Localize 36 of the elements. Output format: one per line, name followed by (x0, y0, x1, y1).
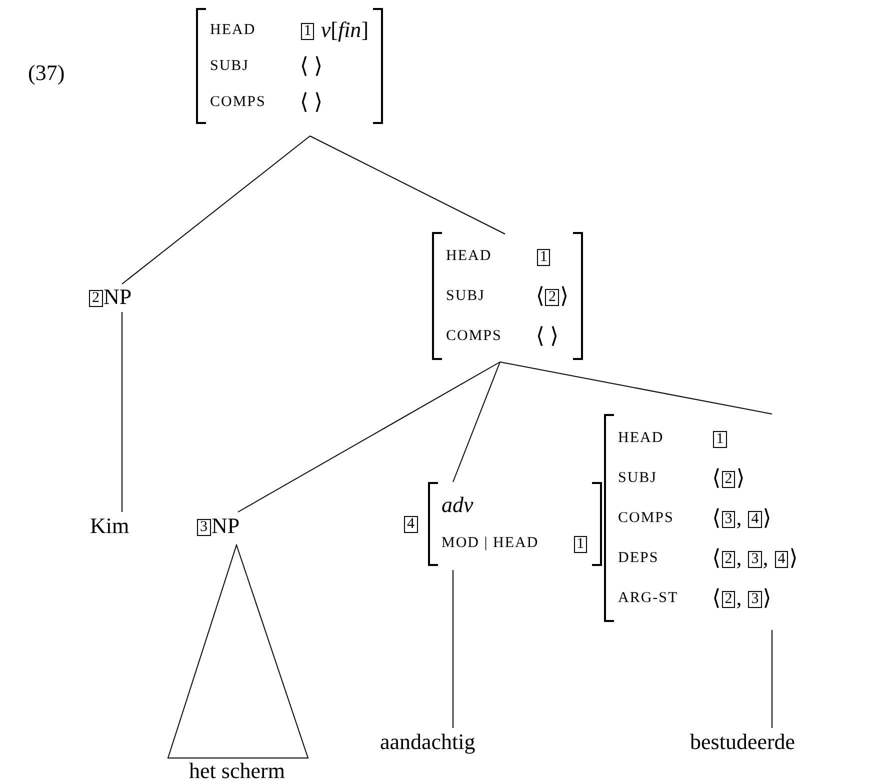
feature-name: COMPS (618, 509, 675, 528)
tree-node-label: aandachtig (380, 728, 476, 756)
feature-value: 1 (536, 236, 569, 276)
tree-branch (452, 362, 500, 482)
tree-node-label: Kim (90, 512, 130, 540)
tree-branch (238, 362, 500, 512)
feature-value: ⟨3, 4⟩ (712, 504, 772, 532)
feature-name: SUBJ (618, 469, 658, 488)
feature-name: ARG-ST (618, 589, 678, 608)
feature-name: HEAD (210, 21, 257, 40)
feature-name: DEPS (618, 549, 660, 568)
feature-value: ⟨2⟩ (536, 282, 569, 310)
example-number: (37) (28, 60, 65, 86)
phrase-text: het scherm (188, 758, 286, 784)
type-name: adv (442, 491, 474, 519)
feature-name: HEAD (618, 429, 665, 448)
tree-node-label: bestudeerde (690, 728, 796, 756)
feature-value: ⟨2, 3, 4⟩ (712, 544, 798, 572)
tree-branch (452, 570, 454, 728)
tag-number: 4 (404, 516, 418, 532)
feature-value: ⟨2⟩ (712, 464, 746, 492)
feature-value: ⟨2, 3⟩ (712, 584, 772, 612)
feature-value: 1 (572, 524, 588, 562)
feature-value: ⟨ ⟩ (536, 322, 560, 350)
feature-name: COMPS (210, 93, 266, 112)
feature-value: 1 (712, 418, 798, 458)
feature-name: SUBJ (210, 57, 250, 76)
feature-name: MOD | HEAD (442, 534, 539, 553)
feature-value: ⟨ ⟩ (300, 88, 324, 116)
feature-name: SUBJ (446, 287, 486, 306)
feature-value: 1 v[fin] (300, 12, 369, 48)
feature-value: ⟨ ⟩ (300, 52, 324, 80)
feature-name: COMPS (446, 327, 502, 346)
tree-branch (500, 362, 772, 414)
feature-name: HEAD (446, 247, 493, 266)
tree-branch (122, 136, 310, 284)
